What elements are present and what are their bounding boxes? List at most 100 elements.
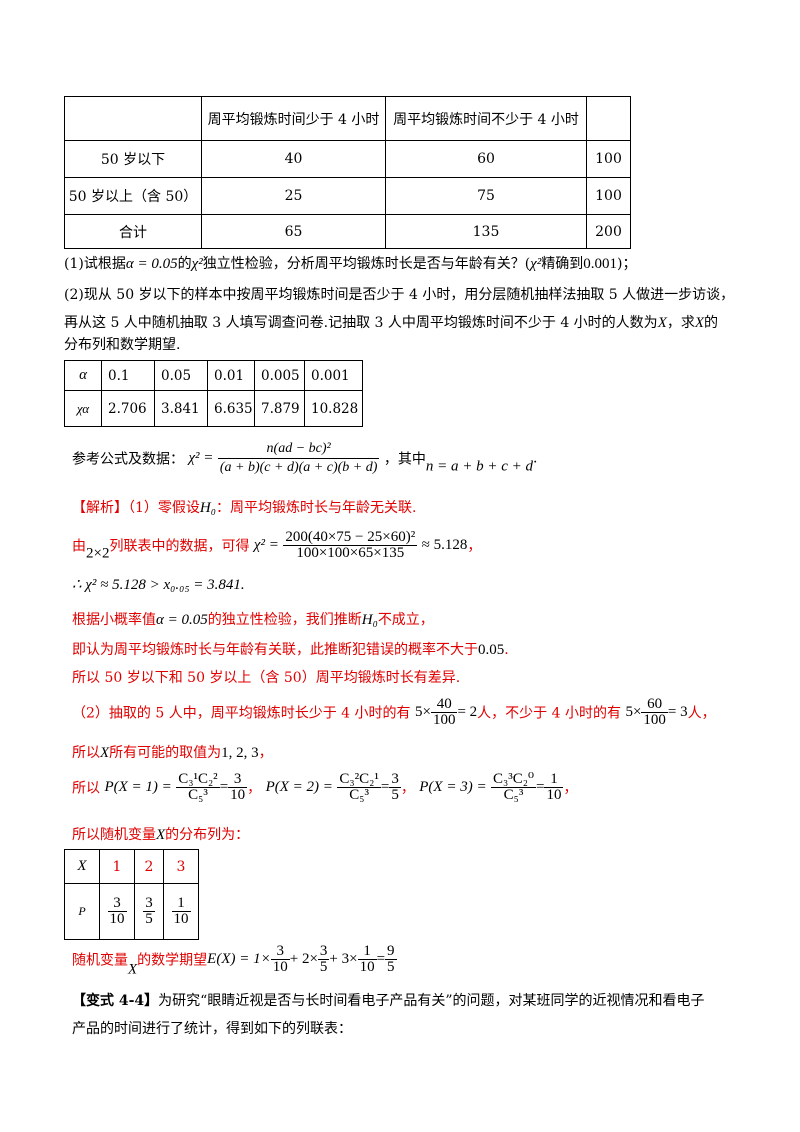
alpha-cell: 0.001	[304, 360, 363, 391]
solution-text: ，	[258, 745, 273, 761]
chi-square: χ² =	[253, 537, 279, 553]
fraction-denominator: C₅³	[503, 787, 524, 803]
alpha-cell: 0.01	[207, 360, 255, 391]
x-row: X 1 2 3	[64, 849, 199, 884]
solution-text: ，	[467, 538, 482, 555]
variable-x: X	[657, 315, 667, 331]
fraction-numerator: 1	[544, 772, 564, 788]
fraction-numerator: 200(40×75 − 25×60)²	[283, 529, 418, 546]
x-label: X	[64, 849, 100, 884]
fraction-numerator: 9	[385, 943, 397, 960]
variable-x: X	[694, 315, 705, 331]
fraction-numerator: 3	[270, 944, 290, 960]
alpha-cell: 0.005	[254, 360, 305, 391]
variable-x: X	[100, 745, 110, 761]
solution-text: 的独立性检验，我们推断	[207, 612, 362, 628]
solution-text: 即认为周平均锻炼时长与年龄有关联，此推断犯错误的概率不大于	[72, 642, 478, 658]
solution-line-4: 根据小概率值α = 0.05的独立性检验，我们推断H₀不成立，	[72, 609, 434, 629]
formula-n: n = a + b + c + d	[425, 458, 533, 475]
table-cell: 65	[201, 214, 386, 249]
q2-text: 再从这 5 人中随机抽取 3 人填写调查问卷.记抽取 3 人中周平均锻炼时间不少…	[64, 315, 658, 331]
fraction-numerator: 3	[107, 896, 127, 912]
solution-text: 随机变量	[72, 952, 128, 969]
fraction-numerator: 3	[228, 772, 248, 788]
variable-x: X	[156, 827, 166, 843]
solution-text: ，	[563, 780, 578, 797]
fraction-numerator: 3	[143, 895, 155, 912]
probability-value: 0.05	[478, 642, 505, 658]
chi-cell: 7.879	[254, 390, 305, 427]
solution-text: 不成立，	[377, 612, 434, 628]
question-2-line-3: 分布列和数学期望.	[64, 337, 181, 353]
table-header-cell	[586, 96, 631, 141]
fraction-numerator: C₃¹C₂²	[176, 771, 220, 788]
math-text: + 3×	[329, 951, 358, 967]
table-header-cell: 周平均锻炼时间少于 4 小时	[201, 96, 386, 141]
variant-text: 为研究“眼睛近视是否与长时间看电子产品有关”的问题，对某班同学的近视情况和看电子	[158, 993, 705, 1009]
formula-label: 参考公式及数据：	[72, 451, 184, 468]
q2-text: ，求	[666, 315, 695, 331]
table-cell: 75	[385, 177, 587, 215]
question-1: (1)试根据α = 0.05的χ²独立性检验，分析周平均锻炼时长是否与年龄有关？…	[64, 253, 637, 273]
fraction-denominator: C₅³	[349, 787, 369, 803]
solution-text: ，	[247, 780, 262, 797]
x-value: 2	[134, 849, 164, 884]
solution-text: （2）抽取的 5 人中，周平均锻炼时长少于 4 小时的有	[72, 705, 411, 722]
probability-expr: P(X = 2) =	[265, 779, 333, 795]
alpha-value: α = 0.05	[156, 612, 208, 628]
chi-cell: 2.706	[101, 390, 155, 427]
table-header-cell: 周平均锻炼时间不少于 4 小时	[385, 96, 587, 141]
q1-text: 精确到	[541, 256, 584, 272]
question-2-line-2: 再从这 5 人中随机抽取 3 人填写调查问卷.记抽取 3 人中周平均锻炼时间不少…	[64, 312, 718, 332]
table-cell: 100	[586, 140, 631, 178]
solution-text: （1）零假设	[128, 500, 200, 516]
solution-text: 所以	[72, 780, 100, 797]
solution-line-5: 即认为周平均锻炼时长与年龄有关联，此推断犯错误的概率不大于0.05.	[72, 639, 509, 659]
fraction-numerator: 3	[389, 771, 401, 788]
math-text: =	[536, 779, 545, 795]
chi-row: χα 2.706 3.841 6.635 7.879 10.828	[64, 390, 363, 427]
fraction-denominator: 10	[109, 911, 125, 927]
solution-head: 【解析】	[72, 500, 128, 516]
fraction-denominator: C₅³	[188, 787, 208, 803]
formula-fraction: n(ad − bc)² (a + b)(c + d)(a + c)(b + d)	[217, 440, 380, 477]
variable-x: X	[128, 961, 138, 978]
fraction-numerator: C₃²C₂¹	[337, 771, 381, 788]
q1-text: 的	[177, 256, 192, 272]
formula-numerator: n(ad − bc)²	[217, 440, 380, 459]
solution-text: 所以随机变量	[72, 827, 156, 843]
formula-text: .	[533, 450, 538, 467]
variant-line-2: 产品的时间进行了统计，得到如下的列联表：	[72, 1021, 352, 1037]
chi-square: χ²	[530, 256, 542, 272]
reference-formula: 参考公式及数据： χ² = n(ad − bc)² (a + b)(c + d)…	[72, 440, 537, 477]
solution-text: 的数学期望	[137, 952, 208, 969]
table-row: 50 岁以上（含 50） 25 75 100	[64, 177, 631, 215]
fraction-denominator: 100	[432, 712, 456, 728]
alpha-row: α 0.1 0.05 0.01 0.005 0.001	[64, 360, 363, 391]
table-row: 合计 65 135 200	[64, 214, 631, 249]
solution-text: .	[504, 642, 509, 658]
chi-square-fraction: 200(40×75 − 25×60)² 100×100×65×135	[283, 529, 418, 561]
fraction-denominator: 5	[319, 959, 328, 975]
fraction-denominator: 10	[546, 787, 562, 803]
solution-text: 人，	[687, 705, 716, 722]
q1-text: )；	[617, 256, 637, 272]
table-cell: 40	[201, 140, 386, 178]
fraction-denominator: 10	[173, 911, 189, 927]
chi-label: χα	[64, 390, 102, 427]
variant-head: 【变式 4-4】	[72, 993, 159, 1009]
math-text: 5×	[625, 704, 642, 720]
x-value: 3	[163, 849, 199, 884]
critical-value-table: α 0.1 0.05 0.01 0.005 0.001 χα 2.706 3.8…	[64, 360, 363, 427]
fraction-numerator: 3	[317, 943, 330, 960]
solution-text: ：周平均锻炼时长与年龄无关联.	[215, 500, 417, 516]
